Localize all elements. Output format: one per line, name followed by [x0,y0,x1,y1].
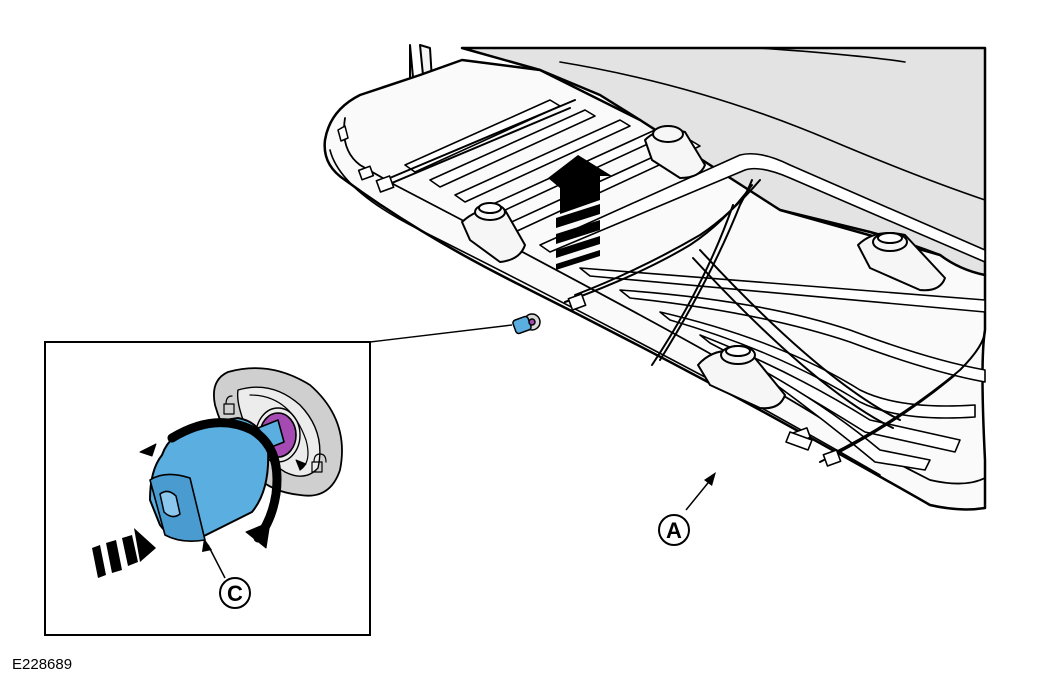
lift-direction-arrow [548,155,612,270]
roof-box [323,44,987,511]
rotation-arrow [167,418,282,543]
mounting-knob [461,202,526,263]
key-grip-slot [159,490,181,518]
callout-c: C [202,538,251,609]
rotation-start-arc [139,443,157,457]
box-inner-rim [343,117,986,485]
box-notch [337,125,349,142]
lock-cylinder-small [512,313,541,335]
callout-a-label: A [666,518,682,543]
lid-edge-line [759,47,906,63]
lock-plate-arc [249,394,309,471]
callout-c-circle [219,577,251,609]
push-in-arrow [92,528,156,578]
rotation-arrowhead [245,521,271,549]
callout-c-label: C [227,581,243,606]
callout-a-leader [685,477,713,511]
tie-down-straps [379,99,986,463]
callout-a-circle [658,514,690,546]
lock-plate-arc-arrow [295,459,307,471]
lock-icon-locked [311,453,327,473]
mounting-knob [857,232,946,292]
mounting-knob [697,345,786,410]
callout-c-arrowhead [202,538,212,552]
figure-id: E228689 [12,656,73,673]
lid-ridge [559,61,986,201]
front-latch [785,431,813,451]
lock-detail [139,367,343,549]
callout-a-arrowhead [704,472,716,486]
detail-leader-line [369,324,513,343]
mounting-knob [644,125,706,179]
lock-icon-unlocked [223,395,235,415]
callout-c-leader [207,544,226,579]
callout-a: A [658,472,716,546]
